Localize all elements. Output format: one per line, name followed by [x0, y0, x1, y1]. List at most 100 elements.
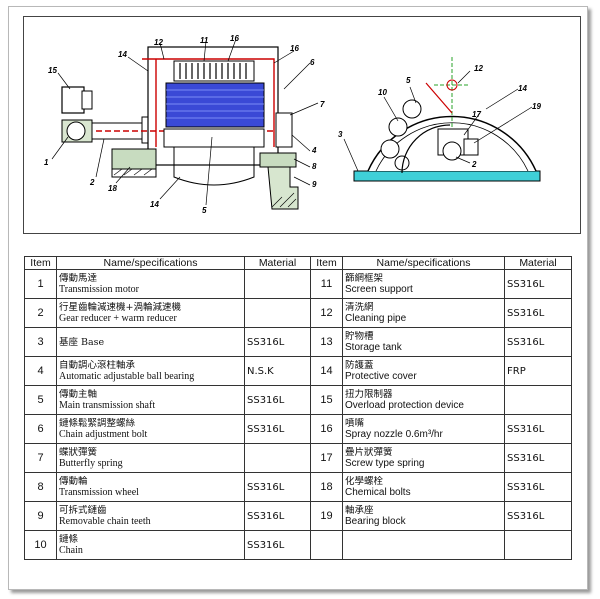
part-name-english: Butterfly spring	[59, 458, 123, 469]
cleaning-pipe-line	[142, 58, 275, 147]
part-name-english: Gear reducer + warm reducer	[59, 313, 177, 324]
drum-lower	[163, 128, 265, 148]
item-number: 3	[24, 327, 57, 357]
part-name-chinese: 噴嘴	[345, 418, 365, 429]
part-name-chinese: 貯物槽	[345, 331, 374, 342]
part-material: FRP	[504, 356, 572, 386]
spray-nozzle	[446, 79, 458, 91]
item-number: 13	[310, 327, 343, 357]
reducer-wheel	[66, 121, 86, 141]
part-name-chinese: 篩網框架	[345, 273, 384, 284]
base-left	[111, 148, 157, 170]
item-number: 18	[310, 472, 343, 502]
item-number: 5	[24, 385, 57, 415]
header-material-2: Material	[504, 256, 572, 270]
item-number	[310, 530, 343, 560]
part-material	[244, 298, 311, 328]
end-view: 10 5 12 14 19 17 3 2	[338, 57, 541, 182]
tank-curve	[173, 147, 255, 186]
part-material	[504, 385, 572, 415]
part-name-english: Main transmission shaft	[59, 400, 156, 411]
callout-15: 15	[48, 66, 57, 75]
part-material: SS316L	[504, 414, 572, 444]
item-number: 8	[24, 472, 57, 502]
part-name-english: Transmission motor	[59, 284, 139, 295]
item-number: 1	[24, 269, 57, 299]
header-item: Item	[24, 256, 57, 270]
item-number: 7	[24, 443, 57, 473]
part-material: SS316L	[244, 414, 311, 444]
part-material: SS316L	[244, 385, 311, 415]
part-name-chinese: 清洗網	[345, 302, 374, 313]
header-name-2: Name/specifications	[342, 256, 505, 270]
item-number: 6	[24, 414, 57, 444]
part-name-chinese: 扭力限制器	[345, 389, 393, 400]
part-material	[504, 530, 572, 560]
callout-16: 16	[230, 34, 239, 43]
parts-table: Item Name/specifications Material Item N…	[24, 256, 572, 560]
part-material: SS316L	[244, 472, 311, 502]
item-number: 9	[24, 501, 57, 531]
motor-body	[61, 86, 85, 114]
callout-11: 11	[200, 36, 209, 45]
part-material: SS316L	[244, 327, 311, 357]
item-number: 16	[310, 414, 343, 444]
part-name-english: Chemical bolts	[345, 487, 411, 498]
part-name-chinese: 防護蓋	[345, 360, 374, 371]
item-number: 4	[24, 356, 57, 386]
part-material: SS316L	[504, 298, 572, 328]
callout-14: 14	[118, 50, 127, 59]
bearing-right	[275, 112, 293, 148]
callout-10: 10	[378, 88, 387, 97]
part-name-english: Spray nozzle 0.6m³/hr	[345, 429, 443, 440]
table-header-row: Item Name/specifications Material Item N…	[24, 256, 572, 270]
part-name-english: Screen support	[345, 284, 413, 295]
callout-19: 19	[532, 102, 541, 111]
technical-drawing: 15 1 2 18 14 5 14 12 11 16 16 6 7 4 8 9	[23, 16, 581, 234]
part-material: SS316L	[504, 443, 572, 473]
part-material: SS316L	[504, 327, 572, 357]
part-material: SS316L	[504, 472, 572, 502]
foundation	[267, 166, 299, 210]
part-material: SS316L	[244, 501, 311, 531]
callout-16b: 16	[290, 44, 299, 53]
part-name-english: Screw type spring	[345, 458, 425, 469]
callout-18: 18	[108, 184, 117, 193]
item-number: 10	[24, 530, 57, 560]
callout-2r: 2	[471, 160, 477, 169]
part-name-english: Protective cover	[345, 371, 417, 382]
side-view: 15 1 2 18 14 5 14 12 11 16 16 6 7 4 8 9	[44, 34, 325, 215]
part-name-english: Bearing block	[345, 516, 406, 527]
part-name-chinese: 傳動馬達	[59, 273, 98, 284]
part-name-english: Transmission wheel	[59, 487, 139, 498]
drive-wheel	[442, 141, 462, 161]
part-material: SS316L	[244, 530, 311, 560]
item-number: 12	[310, 298, 343, 328]
callout-13: 14	[150, 200, 159, 209]
callout-12: 12	[154, 38, 163, 47]
item-number: 15	[310, 385, 343, 415]
part-name: 基座 Base	[56, 327, 245, 357]
part-name-english: Chain adjustment bolt	[59, 429, 148, 440]
callout-17: 17	[472, 110, 481, 119]
part-material: SS316L	[504, 501, 572, 531]
base-right	[259, 152, 297, 168]
callout-8: 8	[312, 162, 317, 171]
part-name-chinese: 自動調心滾柱軸承	[59, 360, 136, 371]
